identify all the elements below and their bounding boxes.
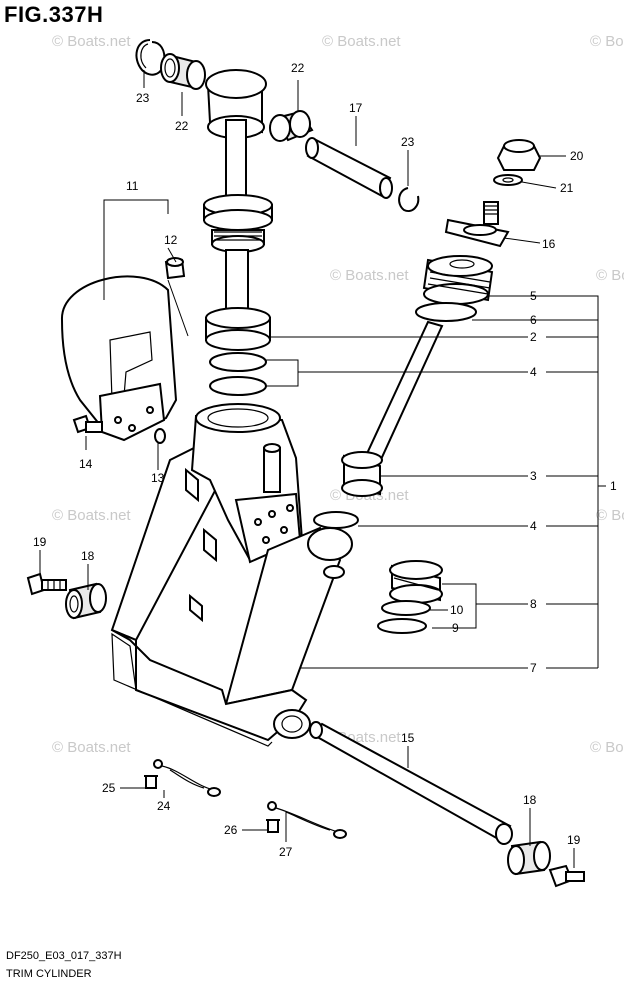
callout-26: 26 — [224, 823, 238, 837]
o-rings-4-upper — [209, 352, 267, 396]
callout-7: 7 — [530, 661, 537, 675]
callout-18: 18 — [81, 549, 95, 563]
callout-21: 21 — [560, 181, 574, 195]
bushing-22-right — [269, 110, 314, 142]
circlip-23-right — [398, 187, 420, 212]
callout-8: 8 — [530, 597, 537, 611]
rod-3 — [341, 320, 444, 497]
bolt-19-left — [26, 572, 67, 596]
callout-24: 24 — [157, 799, 171, 813]
callout-17: 17 — [349, 101, 363, 115]
watermark: © Boats.net — [322, 33, 401, 50]
cylinder-cap-5 — [422, 255, 494, 305]
bushing-18-right — [507, 840, 551, 876]
cylinder-top-eye — [205, 69, 267, 139]
callout-6: 6 — [530, 313, 537, 327]
watermark: © Boats.net — [52, 739, 131, 756]
ring-10 — [381, 600, 431, 616]
ring-9 — [377, 618, 427, 634]
washer-21 — [493, 174, 523, 186]
valve-16 — [444, 201, 510, 248]
shaft-15 — [309, 721, 513, 845]
callout-19: 19 — [33, 535, 47, 549]
callout-23: 23 — [401, 135, 415, 149]
washer-13 — [154, 428, 166, 444]
bushing-18-left — [65, 582, 107, 620]
callout-11: 11 — [126, 179, 139, 193]
callout-18: 18 — [523, 793, 537, 807]
grommet-12 — [164, 257, 186, 280]
callout-27: 27 — [279, 845, 293, 859]
callout-1: 1 — [610, 479, 617, 493]
watermark: © Boats.net — [52, 33, 131, 50]
callout-19: 19 — [567, 833, 581, 847]
o-ring-4-lower — [313, 511, 359, 529]
piston-2 — [205, 307, 271, 351]
nut-20 — [496, 139, 542, 171]
callout-labels: 23 22 22 17 23 20 21 16 11 12 5 6 2 4 3 … — [33, 61, 617, 859]
ground-wire-24 — [153, 759, 221, 797]
ground-wire-27 — [267, 801, 347, 839]
screw-26 — [266, 819, 280, 833]
callout-4: 4 — [530, 519, 537, 533]
callout-15: 15 — [401, 731, 415, 745]
callout-16: 16 — [542, 237, 556, 251]
figure-caption: TRIM CYLINDER — [6, 968, 92, 980]
figure-title: FIG.337H — [4, 2, 104, 27]
callout-23: 23 — [136, 91, 150, 105]
watermark: © Boats.net — [590, 33, 624, 50]
screw-25 — [144, 775, 158, 789]
callout-3: 3 — [530, 469, 537, 483]
callout-10: 10 — [450, 603, 464, 617]
watermark: © Boats.net — [590, 739, 624, 756]
callout-22: 22 — [291, 61, 305, 75]
callout-2: 2 — [530, 330, 537, 344]
callout-12: 12 — [164, 233, 178, 247]
leader-lines — [39, 70, 606, 868]
cover-11 — [60, 275, 178, 442]
o-ring-6 — [415, 302, 477, 322]
callout-22: 22 — [175, 119, 189, 133]
callout-4: 4 — [530, 365, 537, 379]
callout-9: 9 — [452, 621, 459, 635]
pin-17 — [305, 137, 393, 199]
watermark: © Boats.net — [596, 267, 624, 284]
watermark: © Boats.net — [330, 267, 409, 284]
piston-8 — [389, 560, 443, 604]
figure-code: DF250_E03_017_337H — [6, 950, 122, 962]
callout-25: 25 — [102, 781, 116, 795]
callout-20: 20 — [570, 149, 584, 163]
callout-14: 14 — [79, 457, 93, 471]
cylinder-upper-cap — [203, 194, 273, 253]
bolt-19-right — [548, 864, 585, 888]
bushing-22-left — [160, 53, 206, 90]
watermark: © Boats.net — [52, 507, 131, 524]
callout-13: 13 — [151, 471, 165, 485]
screw-14 — [72, 414, 103, 434]
circlip-23-upper — [135, 39, 166, 76]
watermark: © Boats.net — [596, 507, 624, 524]
cylinder-body-1 — [110, 403, 353, 747]
callout-5: 5 — [530, 289, 537, 303]
